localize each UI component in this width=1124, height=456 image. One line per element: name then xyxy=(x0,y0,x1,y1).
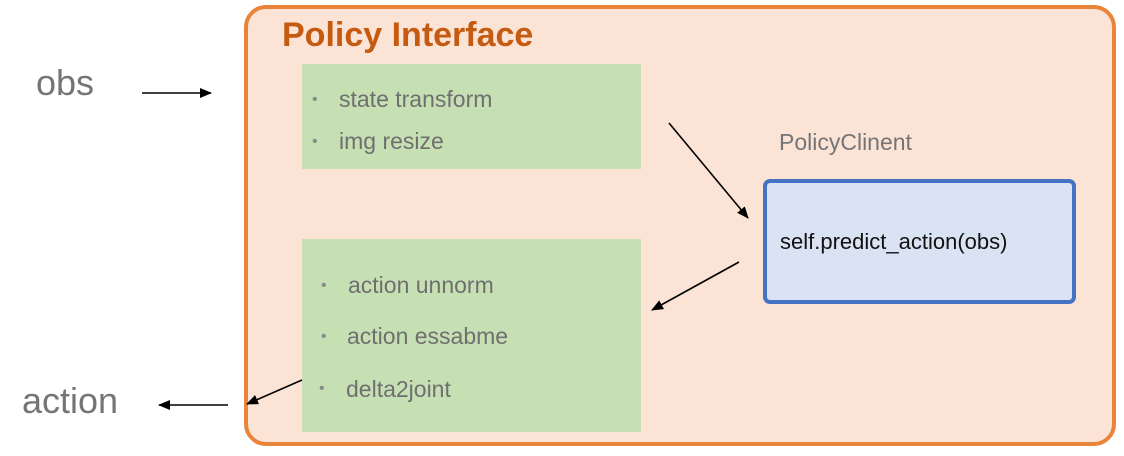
preprocess-item-state-transform: state transform xyxy=(339,86,493,112)
postprocess-box: • • • action unnorm action essabme delta… xyxy=(302,239,641,432)
policy-client-label: PolicyClinent xyxy=(779,129,912,155)
client-to-postprocess-arrow xyxy=(651,261,740,311)
policy-client-box xyxy=(763,179,1076,304)
preprocess-item-img-resize: img resize xyxy=(339,128,444,154)
bullet-dot: • xyxy=(312,91,318,108)
bullet-dot: • xyxy=(321,277,327,294)
postprocess-item-action-essabme: action essabme xyxy=(347,323,509,349)
postprocess-item-delta2joint: delta2joint xyxy=(346,376,451,402)
output-action-label: action xyxy=(22,380,119,421)
bullet-dot: • xyxy=(319,380,325,397)
predict-action-method: self.predict_action(obs) xyxy=(780,229,1008,254)
bullet-dot: • xyxy=(321,328,327,345)
policy-interface-title: Policy Interface xyxy=(282,16,534,54)
bullet-dot: • xyxy=(312,133,318,150)
preprocess-to-client-arrow xyxy=(668,122,749,219)
postprocess-exit-arrow xyxy=(246,379,303,405)
input-obs-label: obs xyxy=(36,62,95,103)
postprocess-item-action-unnorm: action unnorm xyxy=(348,272,494,298)
preprocess-box: • • state transform img resize xyxy=(302,64,641,169)
